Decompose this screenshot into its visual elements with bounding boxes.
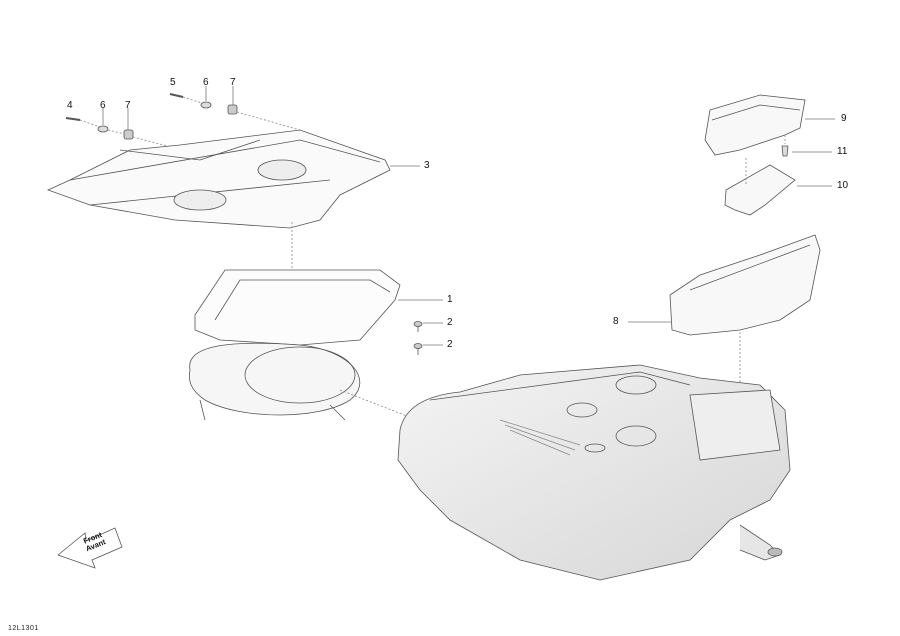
callout-4: 4 xyxy=(67,100,73,111)
screw-icon xyxy=(413,321,443,332)
air-adaptor-part xyxy=(704,94,835,156)
washer-icon xyxy=(200,86,212,109)
screw-icon xyxy=(169,93,203,104)
seal-part xyxy=(724,158,832,216)
callout-9: 9 xyxy=(841,113,847,124)
engine-part xyxy=(397,364,791,581)
callout-6: 6 xyxy=(100,100,106,111)
callout-7: 7 xyxy=(125,100,131,111)
callout-11: 11 xyxy=(837,146,848,157)
callout-2: 2 xyxy=(447,317,453,328)
callout-10: 10 xyxy=(837,180,849,191)
callout-8: 8 xyxy=(613,316,619,327)
callout-7: 7 xyxy=(230,77,236,88)
callout-3: 3 xyxy=(424,160,430,171)
silencer-cover-part xyxy=(46,129,420,290)
washer-icon xyxy=(97,108,126,135)
drawing-code: 12L1301 xyxy=(8,625,39,632)
callout-6: 6 xyxy=(203,77,209,88)
callout-1: 1 xyxy=(447,294,453,305)
callout-2: 2 xyxy=(447,339,453,350)
callout-5: 5 xyxy=(170,77,176,88)
push-rivet-icon xyxy=(781,135,832,157)
screw-icon xyxy=(413,343,443,355)
screw-icon xyxy=(65,117,101,128)
silencer-lower-part xyxy=(188,269,443,426)
grommet-icon xyxy=(227,86,301,131)
front-direction-arrow-icon xyxy=(57,527,123,569)
air-duct-part xyxy=(628,234,821,390)
